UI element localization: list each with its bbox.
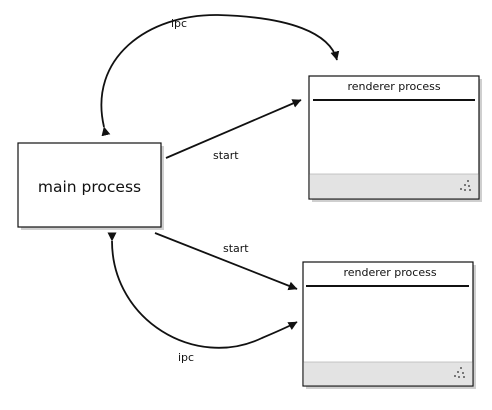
- resize-grip-icon[interactable]: [454, 367, 465, 378]
- ipc-edge-bottom: [107, 232, 298, 349]
- main-process-node[interactable]: main process: [17, 142, 164, 230]
- renderer-process-title-1: renderer process: [347, 80, 440, 93]
- ipc-edge-top: [100, 14, 340, 137]
- ipc-label-bottom: ipc: [178, 351, 194, 364]
- renderer-process-title-2: renderer process: [343, 266, 436, 279]
- status-footer-2: [303, 362, 473, 386]
- main-process-label: main process: [38, 178, 141, 196]
- start-label-top: start: [213, 149, 239, 162]
- renderer-process-window-2[interactable]: renderer process: [302, 261, 476, 389]
- status-footer-1: [309, 174, 479, 199]
- start-label-bottom: start: [223, 242, 249, 255]
- ipc-label-top: ipc: [171, 17, 187, 30]
- resize-grip-icon[interactable]: [460, 180, 471, 191]
- renderer-process-window-1[interactable]: renderer process: [308, 75, 482, 202]
- start-edge-top: [165, 99, 302, 159]
